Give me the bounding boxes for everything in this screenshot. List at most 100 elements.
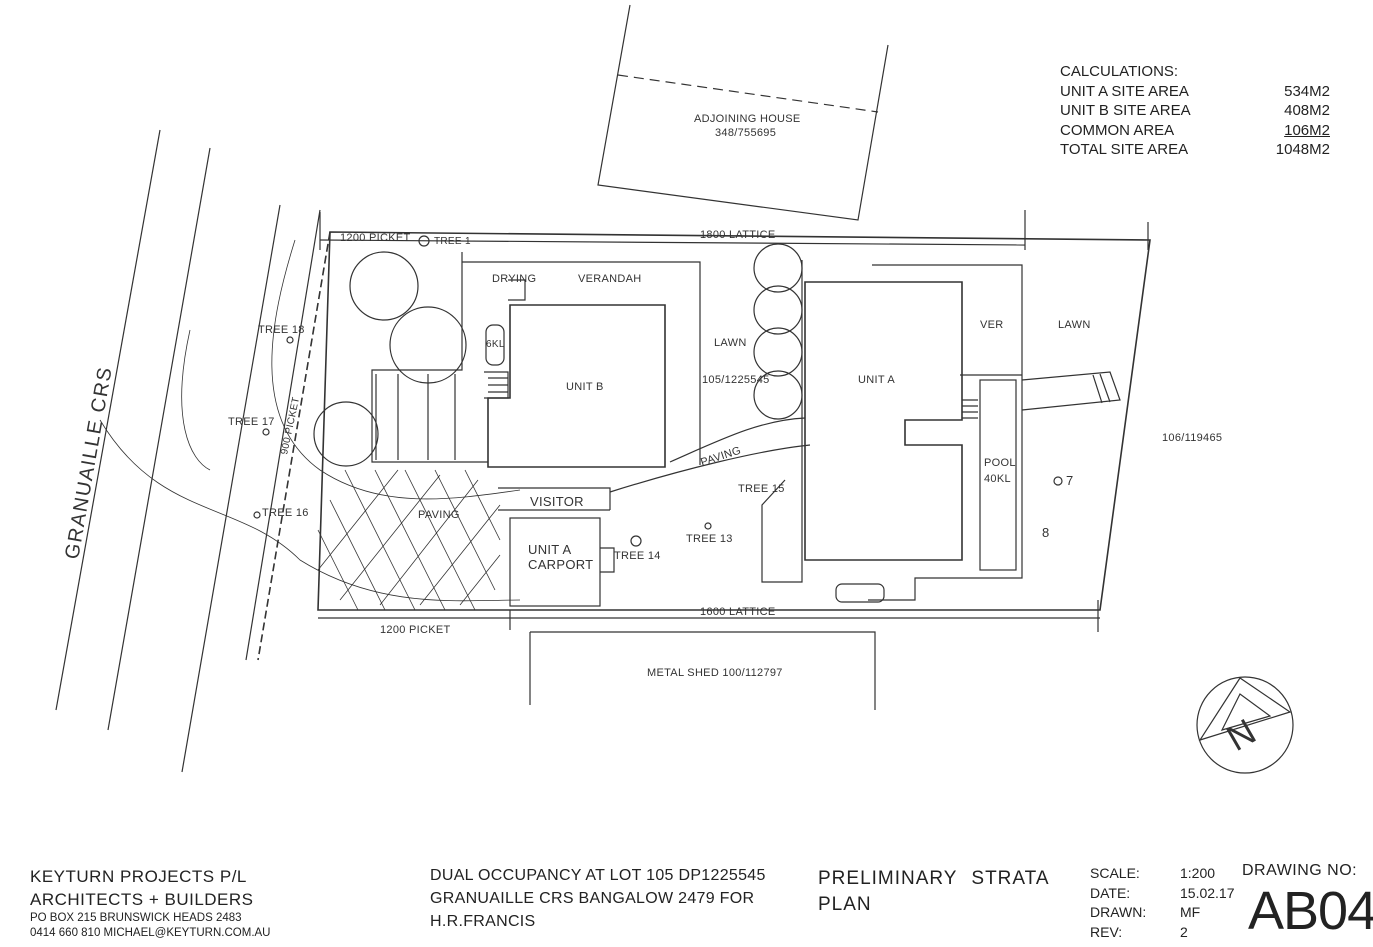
drawing-number-label: DRAWING NO: [1242, 862, 1358, 879]
tree-label: TREE 15 [738, 483, 785, 495]
site-boundary [317, 231, 1151, 611]
paving-label: PAVING [699, 445, 742, 469]
drying-label: DRYING [492, 273, 536, 285]
ver-label: VER [980, 319, 1004, 331]
fence-line-top [319, 239, 1026, 246]
unit-b-drying [508, 279, 526, 301]
calculation-value: 408M2 [1284, 102, 1330, 119]
calculation-row: COMMON AREA 106M2 [1060, 121, 1330, 141]
lawn-label: LAWN [714, 337, 747, 349]
fence-ticks [319, 210, 1149, 632]
visitor-label: VISITOR [530, 494, 584, 509]
lawn-label: LAWN [1058, 319, 1091, 331]
unit-a-outline [804, 281, 963, 561]
street-edge-line [245, 209, 321, 661]
tree-canopy [753, 327, 803, 377]
site-boundary-dash [257, 231, 331, 661]
tree-canopy [753, 243, 803, 293]
drawing-title: PRELIMINARY STRATA PLAN [818, 866, 1068, 918]
shed-label: METAL SHED 100/112797 [647, 667, 783, 679]
drawing-meta: SCALE: 1:200 DATE: 15.02.17 DRAWN: MF RE… [1090, 864, 1235, 942]
north-arrow [1196, 676, 1294, 774]
adjoining-house-label: ADJOINING HOUSE [694, 113, 801, 125]
firm-name: KEYTURN PROJECTS P/L [30, 867, 247, 886]
tree-marker [418, 235, 430, 247]
meta-row: REV: 2 [1090, 923, 1235, 943]
firm-contact: 0414 660 810 MICHAEL@KEYTURN.COM.AU [30, 927, 271, 939]
tank-label: 6KL [486, 339, 505, 350]
meta-label: DRAWN: [1090, 904, 1147, 920]
calculation-value: 106M2 [1284, 121, 1330, 139]
tree-label: TREE 13 [686, 533, 733, 545]
unit-b-outline [487, 304, 666, 468]
lot-label: 106/119465 [1162, 432, 1222, 444]
tree-canopy [753, 285, 803, 335]
project-details: DUAL OCCUPANCY AT LOT 105 DP1225545 GRAN… [430, 864, 766, 933]
fence-label-bottom: 1600 LATTICE [700, 606, 776, 618]
meta-value: 2 [1180, 923, 1188, 940]
street-edge-line [55, 129, 161, 711]
drawing-title-line: PLAN [818, 894, 872, 915]
tank-6kl [485, 324, 505, 366]
carport-step [600, 547, 615, 573]
calculations-heading: CALCULATIONS: [1060, 63, 1179, 80]
lot-label: 105/1225545 [702, 374, 770, 386]
calculation-row: UNIT B SITE AREA 408M2 [1060, 101, 1330, 121]
meta-label: REV: [1090, 923, 1123, 940]
street-edge-line [107, 147, 211, 731]
meta-label: SCALE: [1090, 865, 1140, 881]
mark-label: 8 [1042, 525, 1050, 540]
tree-label: TREE 18 [258, 324, 305, 336]
paving-label: PAVING [418, 509, 460, 521]
pool-outline [979, 379, 1017, 571]
carport-label: UNIT A [528, 542, 571, 557]
meta-row: DRAWN: MF [1090, 903, 1235, 923]
street-label: GRANUAILLE CRS [61, 365, 117, 561]
street-edge-line [181, 204, 281, 773]
paving-path-lower [609, 444, 811, 493]
unit-a-steps [962, 399, 978, 419]
pool-tank-label: 40KL [984, 473, 1011, 485]
tank-unit-a [835, 583, 885, 603]
tree-label: TREE 14 [614, 550, 661, 562]
paving-path-upper [669, 417, 806, 463]
calculation-label: TOTAL SITE AREA [1060, 141, 1189, 158]
contour-line [181, 329, 211, 471]
contour-line [99, 419, 521, 602]
drawing-title-line: PRELIMINARY STRATA [818, 868, 1050, 889]
meta-row: SCALE: 1:200 [1090, 864, 1235, 884]
project-line: DUAL OCCUPANCY AT LOT 105 DP1225545 [430, 867, 766, 884]
calculation-label: UNIT A SITE AREA [1060, 82, 1189, 100]
calculation-row: UNIT A SITE AREA 534M2 [1060, 82, 1330, 102]
carport-outline [509, 517, 601, 607]
carport-label: CARPORT [528, 557, 593, 572]
firm-details: KEYTURN PROJECTS P/L ARCHITECTS + BUILDE… [30, 865, 270, 941]
tree-canopy [349, 251, 419, 321]
tree-marker [630, 535, 642, 547]
calculations-table: CALCULATIONS: UNIT A SITE AREA 534M2 UNI… [1060, 62, 1330, 160]
unit-b-courtyard [371, 252, 701, 465]
verandah-label: VERANDAH [578, 273, 642, 285]
fence-label-bottom-left: 1200 PICKET [380, 624, 451, 636]
unit-a-label: UNIT A [858, 374, 895, 386]
fence-label-top: 1800 LATTICE [700, 229, 776, 241]
carport-lines [375, 374, 456, 460]
tree-label: TREE 17 [228, 416, 275, 428]
metal-shed-outline [529, 631, 876, 710]
tree-marker [704, 522, 712, 530]
adjoining-house-dash [617, 74, 879, 113]
unit-b-label: UNIT B [566, 381, 604, 393]
tree-canopy [389, 306, 467, 384]
contour-line [271, 239, 521, 500]
tree-marker [1053, 476, 1063, 486]
visitor-box [498, 487, 611, 511]
calculation-value: 534M2 [1284, 82, 1330, 100]
north-label: N [1220, 710, 1263, 759]
meta-value: 1:200 [1180, 865, 1216, 881]
adjoining-house-outline [597, 4, 889, 221]
meta-label: DATE: [1090, 884, 1131, 901]
project-line: GRANUAILLE CRS BANGALOW 2479 FOR [430, 890, 755, 907]
project-line: H.R.FRANCIS [430, 913, 536, 930]
meta-value: MF [1180, 904, 1201, 920]
